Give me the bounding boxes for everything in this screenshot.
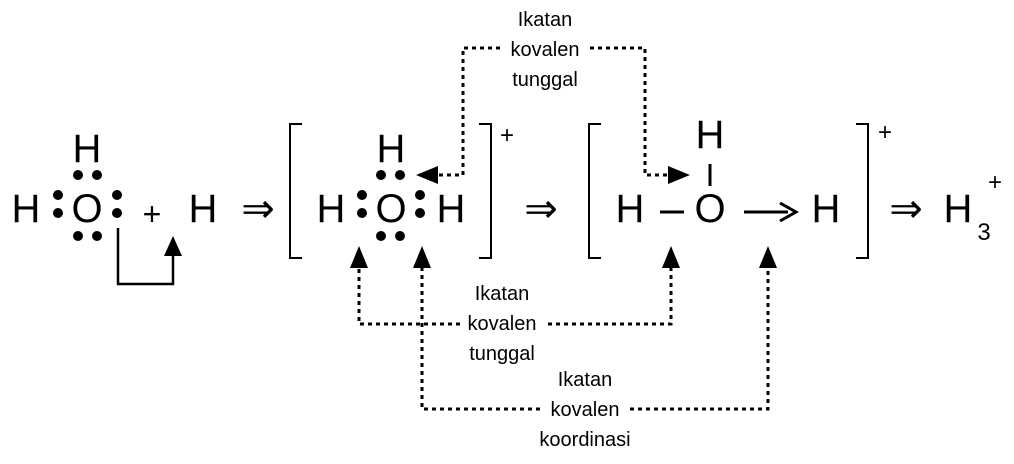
- left-bracket: [289, 123, 302, 259]
- intermediate-h-left: H: [317, 187, 346, 231]
- electron-dot: [53, 208, 63, 218]
- label-middle-line-2: kovalen: [468, 313, 537, 335]
- structural-h-left: H: [616, 187, 645, 231]
- product-hydronium: H 3 +: [944, 169, 1002, 246]
- electron-dot: [395, 231, 405, 241]
- structural-charge: +: [878, 119, 892, 146]
- electron-dot: [376, 170, 386, 180]
- electron-dot: [415, 190, 425, 200]
- label-bottom-line-3: koordinasi: [539, 429, 630, 451]
- structural-oxygen: O: [694, 187, 725, 231]
- proton-h: H: [189, 187, 218, 231]
- reactant-oxygen: O: [71, 187, 102, 231]
- electron-dot: [112, 208, 122, 218]
- plus-sign: +: [143, 196, 162, 232]
- label-top-line-2: kovalen: [511, 39, 580, 61]
- top-connector-left: [435, 46, 500, 177]
- middle-connector-right-arrowhead: [662, 246, 680, 268]
- label-middle-line-1: Ikatan: [475, 283, 529, 305]
- bottom-connector-left: [420, 268, 540, 411]
- bottom-connector-right-arrowhead: [759, 246, 777, 268]
- intermediate-h-top: H: [377, 127, 406, 171]
- intermediate-h-right: H: [437, 187, 466, 231]
- bottom-connector-right: [630, 268, 770, 411]
- donation-arrowhead: [164, 236, 182, 256]
- bottom-connector-left-arrowhead: [413, 246, 431, 268]
- implies-arrow-1: ⇒: [241, 187, 275, 231]
- reactant-water: H H O: [12, 127, 122, 241]
- label-bottom: Ikatan kovalen koordinasi: [539, 369, 630, 451]
- intermediate-oxygen: O: [375, 187, 406, 231]
- electron-dot: [53, 190, 63, 200]
- middle-connector-left: [357, 268, 460, 326]
- implies-arrow-2: ⇒: [524, 187, 558, 231]
- electron-dot: [92, 231, 102, 241]
- top-connector-right: [590, 46, 670, 177]
- electron-dot: [357, 190, 367, 200]
- structural-h-right: H: [812, 187, 841, 231]
- implies-arrow-3: ⇒: [889, 187, 923, 231]
- donation-arrow: [116, 228, 175, 286]
- middle-connector-left-arrowhead: [350, 246, 368, 268]
- intermediate-complex: + H H O H: [289, 122, 514, 259]
- electron-dot: [415, 208, 425, 218]
- electron-dot: [112, 190, 122, 200]
- reactant-h-top: H: [73, 127, 102, 171]
- electron-dot: [92, 170, 102, 180]
- label-middle-line-3: tunggal: [469, 343, 535, 365]
- electron-dot: [395, 170, 405, 180]
- left-bracket: [588, 123, 601, 259]
- label-bottom-line-2: kovalen: [551, 399, 620, 421]
- reactant-h-left: H: [12, 187, 41, 231]
- top-connector-left-arrowhead: [416, 166, 438, 184]
- structural-complex: + H H O H: [588, 113, 892, 259]
- intermediate-charge: +: [500, 122, 514, 149]
- electron-dot: [73, 231, 83, 241]
- label-top-line-3: tunggal: [512, 69, 578, 91]
- electron-dot: [357, 208, 367, 218]
- top-connector-right-arrowhead: [668, 166, 690, 184]
- structural-h-top: H: [696, 113, 725, 157]
- label-top: Ikatan kovalen tunggal: [511, 9, 580, 91]
- electron-dot: [73, 170, 83, 180]
- product-formula: H: [944, 187, 973, 231]
- right-bracket: [856, 123, 869, 259]
- product-subscript: 3: [977, 219, 990, 246]
- label-top-line-1: Ikatan: [518, 9, 572, 31]
- coordinate-bond-arrowhead: [779, 201, 800, 223]
- right-bracket: [479, 123, 492, 259]
- product-charge: +: [988, 169, 1002, 196]
- electron-dot: [376, 231, 386, 241]
- label-bottom-line-1: Ikatan: [558, 369, 612, 391]
- middle-connector-right: [548, 268, 673, 326]
- label-middle: Ikatan kovalen tunggal: [468, 283, 537, 365]
